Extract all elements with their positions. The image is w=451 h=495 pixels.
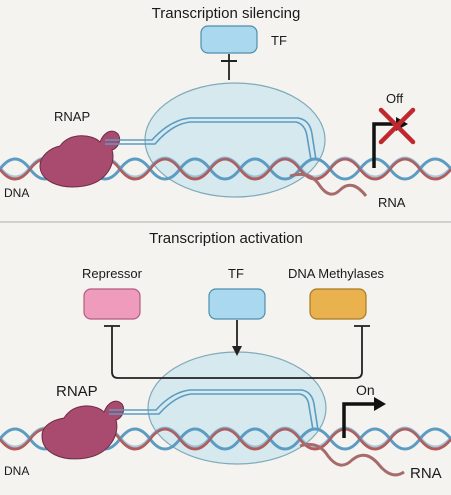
activation-regulator-connectors [104, 320, 370, 379]
activation-rna-label: RNA [410, 465, 442, 482]
silencing-tf-label: TF [271, 33, 287, 48]
activation-rna-strand [299, 442, 405, 477]
activation-rnap [41, 400, 125, 460]
silencing-complex-bubble [144, 82, 326, 198]
silencing-rna-label: RNA [378, 195, 406, 210]
silencing-rnap [39, 130, 121, 188]
silencing-off-label: Off [386, 91, 403, 106]
activation-repressor-label: Repressor [82, 266, 143, 281]
activation-rnap-label: RNAP [56, 383, 98, 400]
activation-tf-box [208, 288, 266, 320]
silencing-transcript-path-outer [105, 117, 317, 161]
activation-tf-arrowhead [232, 346, 242, 356]
activation-transcript-path-inner [109, 393, 314, 431]
silencing-rnap-label: RNAP [54, 109, 90, 124]
silencing-title: Transcription silencing [152, 5, 301, 22]
activation-repressor-box [83, 288, 141, 320]
activation-dna-label: DNA [4, 464, 29, 478]
activation-on-label: On [356, 382, 375, 398]
activation-methylase-label: DNA Methylases [288, 266, 385, 281]
activation-complex-bubble [147, 351, 327, 465]
silencing-tf-box [200, 25, 258, 54]
silencing-dna-label: DNA [4, 186, 29, 200]
activation-title: Transcription activation [149, 230, 303, 247]
bent-arrow-icon [342, 397, 386, 438]
activation-transcript-path-outer [109, 389, 319, 431]
silencing-panel: Transcription silencing TF RNAP DNA RNA [0, 5, 451, 210]
silencing-rna-strand [289, 172, 368, 197]
x-cross-icon [378, 107, 416, 145]
activation-tf-label: TF [228, 266, 244, 281]
activation-methylase-box [309, 288, 367, 320]
activation-panel: Transcription activation Repressor TF DN… [0, 230, 451, 482]
silencing-transcript-path-inner [105, 121, 312, 161]
